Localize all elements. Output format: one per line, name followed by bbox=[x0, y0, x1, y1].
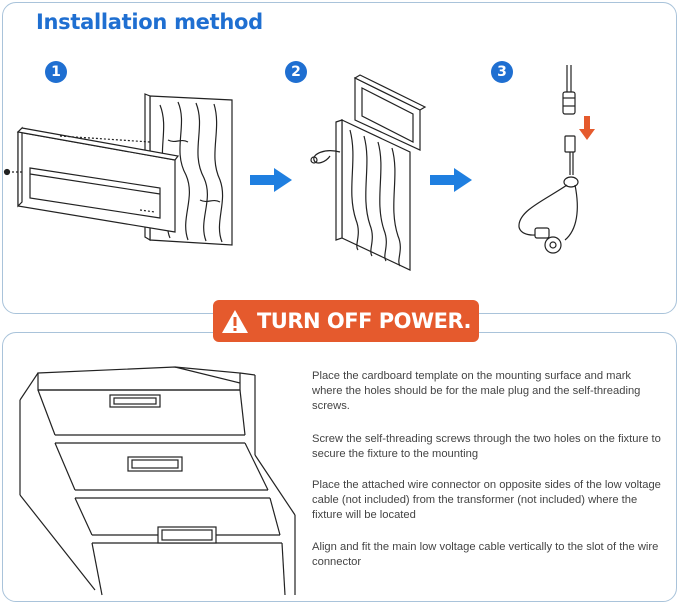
instruction-1: Place the cardboard template on the moun… bbox=[312, 370, 641, 412]
warning-banner: TURN OFF POWER. bbox=[213, 300, 479, 342]
step-3-illustration bbox=[518, 65, 579, 254]
step-3-badge: 3 bbox=[491, 61, 513, 83]
instruction-3: Place the attached wire connector on opp… bbox=[312, 479, 661, 521]
page-title: Installation method bbox=[36, 10, 263, 34]
step-2-illustration bbox=[310, 74, 427, 271]
step-2-badge: 2 bbox=[285, 61, 307, 83]
step-1-illustration bbox=[3, 93, 233, 246]
step-1-badge: 1 bbox=[45, 61, 67, 83]
instruction-4: Align and fit the main low voltage cable… bbox=[312, 541, 659, 568]
right-arrow-icon bbox=[430, 168, 472, 192]
staircase-illustration bbox=[19, 366, 296, 596]
down-arrow-icon bbox=[579, 116, 595, 140]
warning-triangle-icon bbox=[221, 309, 248, 333]
instruction-2: Screw the self-threading screws through … bbox=[312, 433, 661, 460]
right-arrow-icon bbox=[250, 168, 292, 192]
warning-text: TURN OFF POWER. bbox=[256, 309, 472, 333]
